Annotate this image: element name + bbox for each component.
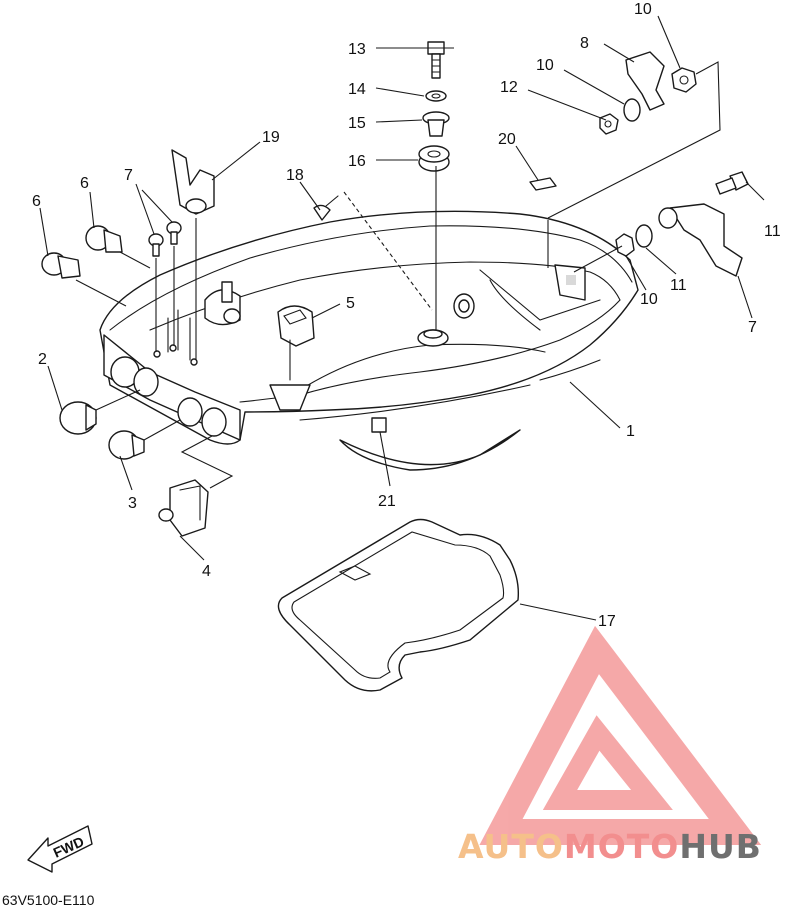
- washer-part-12: [623, 98, 641, 122]
- callout-21: 19: [262, 129, 280, 146]
- pins-part-7: [148, 221, 182, 257]
- label-part-23: [371, 417, 387, 433]
- bushing-part-6-right: [85, 225, 123, 253]
- seal-gasket: [277, 518, 520, 692]
- nut-part-10-right: [615, 233, 635, 257]
- collar-part-17: [422, 111, 450, 137]
- callout-18: 16: [348, 153, 366, 170]
- callout-12: 10: [536, 57, 554, 74]
- watermark-logo: [479, 625, 762, 845]
- callout-15: 13: [348, 41, 366, 58]
- callout-6-right: 6: [80, 175, 89, 192]
- watermark-text: AUTOMOTOHUB: [458, 827, 762, 866]
- fwd-arrow: FWD: [27, 825, 93, 873]
- bolt-part-15: [427, 41, 445, 79]
- watermark-text-moto: MOTO: [564, 827, 679, 866]
- callout-11: 11: [670, 277, 687, 294]
- label-part-22: [529, 177, 557, 191]
- nut-part-10-top: [671, 67, 697, 93]
- bushing-part-6-left: [41, 252, 81, 279]
- callout-1: 1: [626, 423, 635, 440]
- callout-7: 7: [124, 167, 133, 184]
- clip-part-5: [277, 305, 315, 381]
- callout-10-right: 10: [640, 291, 658, 308]
- callout-19: 17: [598, 613, 616, 630]
- watermark-text-hub: HUB: [679, 827, 762, 866]
- grommet-part-3: [108, 430, 145, 460]
- callout-22: 20: [498, 131, 516, 148]
- callout-16: 14: [348, 81, 366, 98]
- callout-3: 3: [128, 495, 137, 512]
- callout-10-top: 10: [634, 1, 652, 18]
- washer-part-16: [425, 90, 447, 102]
- bracket-part-8: [658, 203, 743, 277]
- bracket-part-9: [625, 51, 665, 111]
- callout-20: 18: [286, 167, 304, 184]
- watermark-text-auto: AUTO: [458, 827, 564, 866]
- screw-part-20: [313, 195, 339, 221]
- callout-9: 8: [580, 35, 589, 52]
- callout-17: 15: [348, 115, 366, 132]
- callout-4: 4: [202, 563, 211, 580]
- assembly-lines: [75, 61, 721, 489]
- nut-part-14: [599, 113, 619, 135]
- diagram-code: 63V5100-E110: [2, 892, 95, 908]
- bracket-part-21: [171, 149, 215, 215]
- callout-8: 7: [748, 319, 757, 336]
- callout-5: 5: [346, 295, 355, 312]
- callout-23: 21: [378, 493, 396, 510]
- lower-cowling: [99, 210, 639, 471]
- bolt-part-13: [715, 171, 749, 195]
- plug-part-2: [59, 401, 97, 435]
- callout-2: 2: [38, 351, 47, 368]
- callout-14: 12: [500, 79, 518, 96]
- callout-numbers: 13 14 15 16 18 19 20 12 10 8 10 11 11 10…: [32, 1, 781, 630]
- callout-leaders: [39, 15, 765, 621]
- watermark-triangle-mark: [479, 625, 762, 845]
- watermark-inner-mark: [542, 715, 673, 810]
- washer-part-11: [635, 224, 653, 248]
- callout-6-left: 6: [32, 193, 41, 210]
- callout-13: 11: [764, 223, 781, 240]
- grommet-part-4: [158, 479, 209, 537]
- fwd-label: FWD: [51, 833, 87, 861]
- grommet-part-18: [418, 145, 450, 172]
